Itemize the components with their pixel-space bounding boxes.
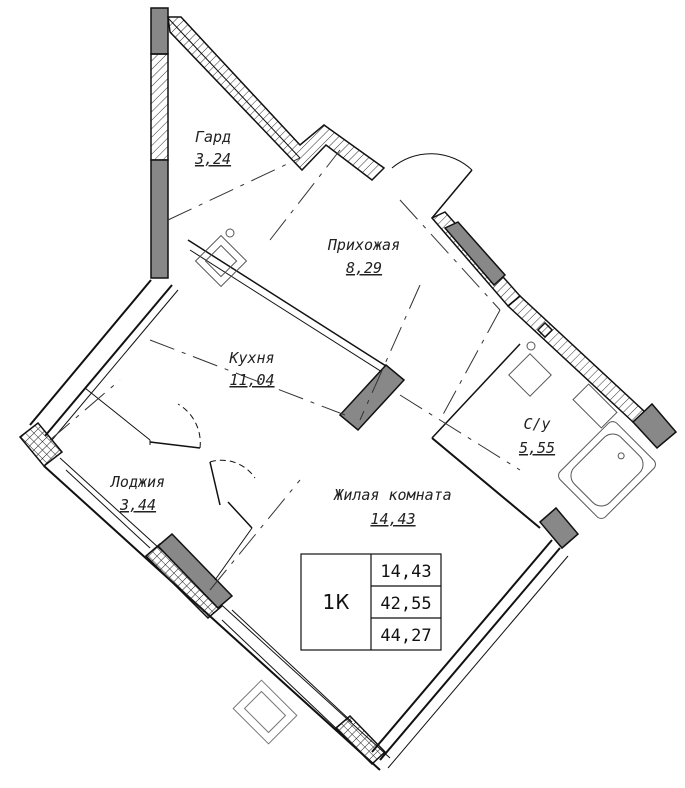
summary-table: 1К 14,43 42,55 44,27 <box>300 553 442 651</box>
entrance-walls <box>430 211 678 450</box>
room-area-bathroom: 5,55 <box>519 439 555 457</box>
room-area-living: 14,43 <box>370 510 415 528</box>
apartment-type: 1К <box>323 590 350 614</box>
total-area-with-loggia-value: 44,27 <box>380 626 431 646</box>
wardrobe-walls <box>150 7 386 279</box>
room-label-kitchen: Кухня <box>228 349 274 367</box>
zone-lines <box>49 149 521 591</box>
fixtures <box>194 228 656 745</box>
exterior-wall-left <box>18 279 179 468</box>
room-label-hallway: Прихожая <box>327 236 400 254</box>
room-labels: Гард 3,24 Прихожая 8,29 Кухня 11,04 С/у … <box>109 128 555 528</box>
interior-partitions <box>84 239 541 581</box>
room-label-wardrobe: Гард <box>195 128 231 146</box>
room-label-loggia: Лоджия <box>109 473 165 491</box>
room-area-loggia: 3,44 <box>119 496 156 514</box>
living-area-value: 14,43 <box>380 562 431 582</box>
room-area-wardrobe: 3,24 <box>194 150 231 168</box>
room-label-living: Жилая комната <box>333 486 451 504</box>
loggia-window-wall <box>43 457 391 771</box>
room-area-hallway: 8,29 <box>346 259 382 277</box>
room-area-kitchen: 11,04 <box>229 371 274 389</box>
room-label-bathroom: С/у <box>523 415 550 433</box>
total-area-value: 42,55 <box>380 594 431 614</box>
doors <box>149 153 473 506</box>
exterior-wall-right <box>371 506 580 769</box>
